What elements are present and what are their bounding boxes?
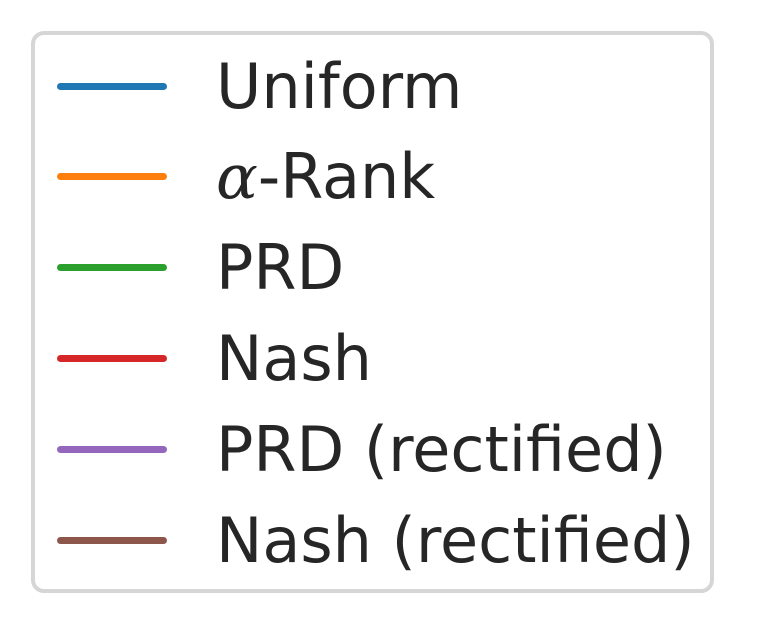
legend-swatch-nash (57, 355, 167, 362)
legend-label-alpha-rank: α-Rank (216, 140, 436, 213)
legend-entry-alpha-rank: α-Rank (35, 137, 710, 217)
legend-entry-uniform: Uniform (35, 47, 710, 127)
legend-swatch-prd (57, 264, 167, 271)
legend-entry-prd: PRD (35, 228, 710, 308)
chart-legend: Uniform α-Rank PRD Nash PRD (rectified) … (31, 31, 714, 593)
legend-entry-prd-rectified: PRD (rectified) (35, 410, 710, 490)
legend-label-prd: PRD (216, 231, 345, 304)
legend-label-prd-rectified: PRD (rectified) (216, 413, 667, 486)
legend-label-nash-rectified: Nash (rectified) (216, 504, 695, 577)
legend-swatch-nash-rectified (57, 537, 167, 544)
legend-entry-nash: Nash (35, 319, 710, 399)
legend-label-nash: Nash (216, 322, 372, 395)
legend-swatch-alpha-rank (57, 173, 167, 180)
legend-swatch-uniform (57, 83, 167, 90)
legend-swatch-prd-rectified (57, 446, 167, 453)
legend-label-uniform: Uniform (216, 50, 463, 123)
legend-entry-nash-rectified: Nash (rectified) (35, 501, 710, 581)
